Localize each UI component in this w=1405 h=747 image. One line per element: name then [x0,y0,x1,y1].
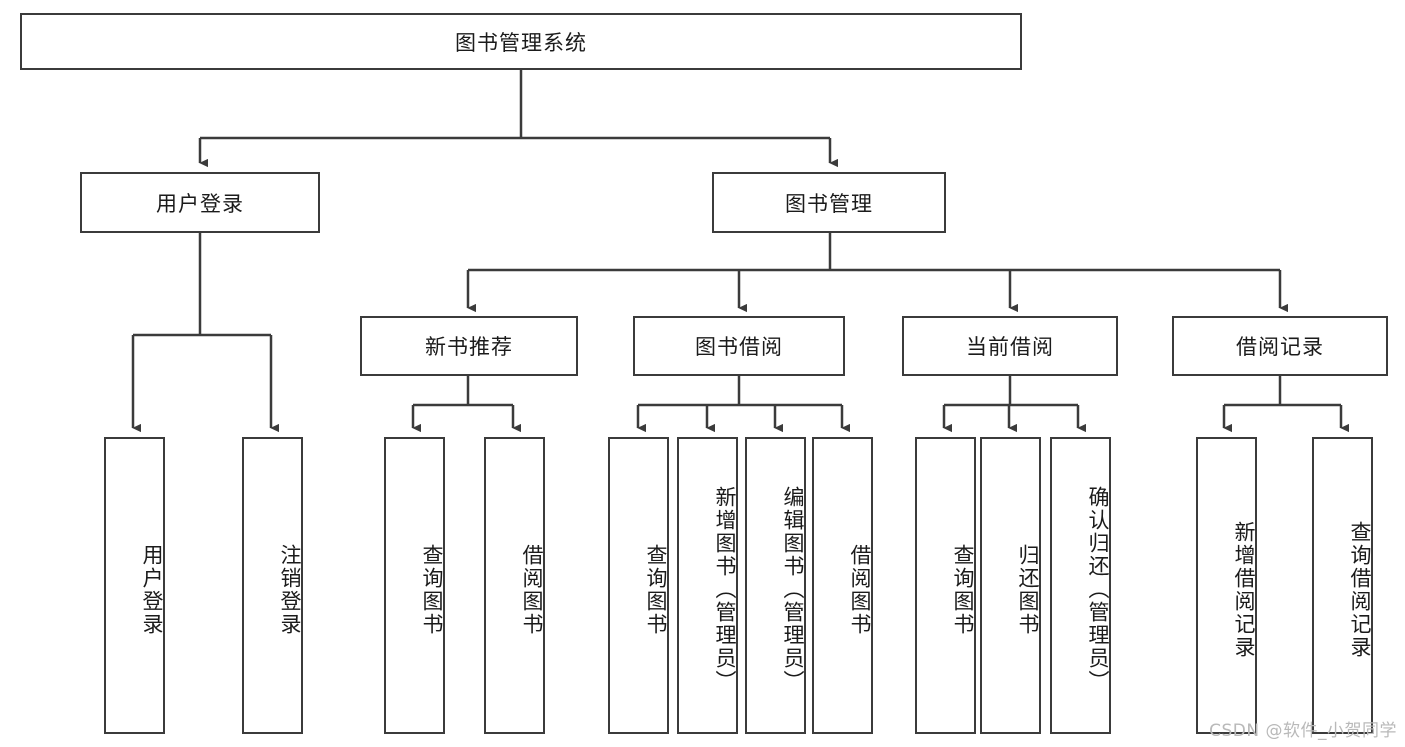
watermark-text: CSDN @软件_小贺同学 [1209,721,1397,741]
node-current-borrow-label: 当前借阅 [966,335,1054,359]
node-root-label: 图书管理系统 [455,30,587,55]
leaf-recommend-1[interactable]: 查询图书 [384,437,445,734]
node-book-borrow[interactable]: 图书借阅 [633,316,845,376]
leaf-borrow-2[interactable]: 新增图书（管理员） [677,437,738,734]
leaf-user-login-2-label: 注销登录 [278,543,302,636]
node-user-login[interactable]: 用户登录 [80,172,320,233]
leaf-borrow-1-label: 查询图书 [644,543,668,636]
node-root[interactable]: 图书管理系统 [20,13,1022,70]
node-borrow-record[interactable]: 借阅记录 [1172,316,1388,376]
leaf-borrow-4-label: 借阅图书 [848,543,872,636]
leaf-borrow-2-label: 新增图书（管理员） [713,486,737,693]
leaf-user-login-1[interactable]: 用户登录 [104,437,165,734]
leaf-recommend-2[interactable]: 借阅图书 [484,437,545,734]
node-user-login-label: 用户登录 [156,191,244,216]
leaf-borrow-3-label: 编辑图书（管理员） [781,486,805,693]
node-book-borrow-label: 图书借阅 [695,335,783,359]
node-new-book-recommend-label: 新书推荐 [425,335,513,359]
leaf-user-login-2[interactable]: 注销登录 [242,437,303,734]
node-book-manage-label: 图书管理 [785,191,873,216]
leaf-borrow-3[interactable]: 编辑图书（管理员） [745,437,806,734]
node-new-book-recommend[interactable]: 新书推荐 [360,316,578,376]
leaf-record-2-label: 查询借阅记录 [1348,520,1372,659]
leaf-current-2[interactable]: 归还图书 [980,437,1041,734]
leaf-current-2-label: 归还图书 [1016,543,1040,636]
node-book-manage[interactable]: 图书管理 [712,172,946,233]
leaf-recommend-2-label: 借阅图书 [520,543,544,636]
leaf-record-2[interactable]: 查询借阅记录 [1312,437,1373,734]
leaf-current-1[interactable]: 查询图书 [915,437,976,734]
leaf-borrow-1[interactable]: 查询图书 [608,437,669,734]
leaf-current-1-label: 查询图书 [951,543,975,636]
leaf-recommend-1-label: 查询图书 [420,543,444,636]
leaf-user-login-1-label: 用户登录 [140,543,164,636]
leaf-record-1-label: 新增借阅记录 [1232,520,1256,659]
leaf-current-3[interactable]: 确认归还（管理员） [1050,437,1111,734]
leaf-borrow-4[interactable]: 借阅图书 [812,437,873,734]
node-borrow-record-label: 借阅记录 [1236,335,1324,359]
node-current-borrow[interactable]: 当前借阅 [902,316,1118,376]
leaf-current-3-label: 确认归还（管理员） [1086,486,1110,693]
leaf-record-1[interactable]: 新增借阅记录 [1196,437,1257,734]
